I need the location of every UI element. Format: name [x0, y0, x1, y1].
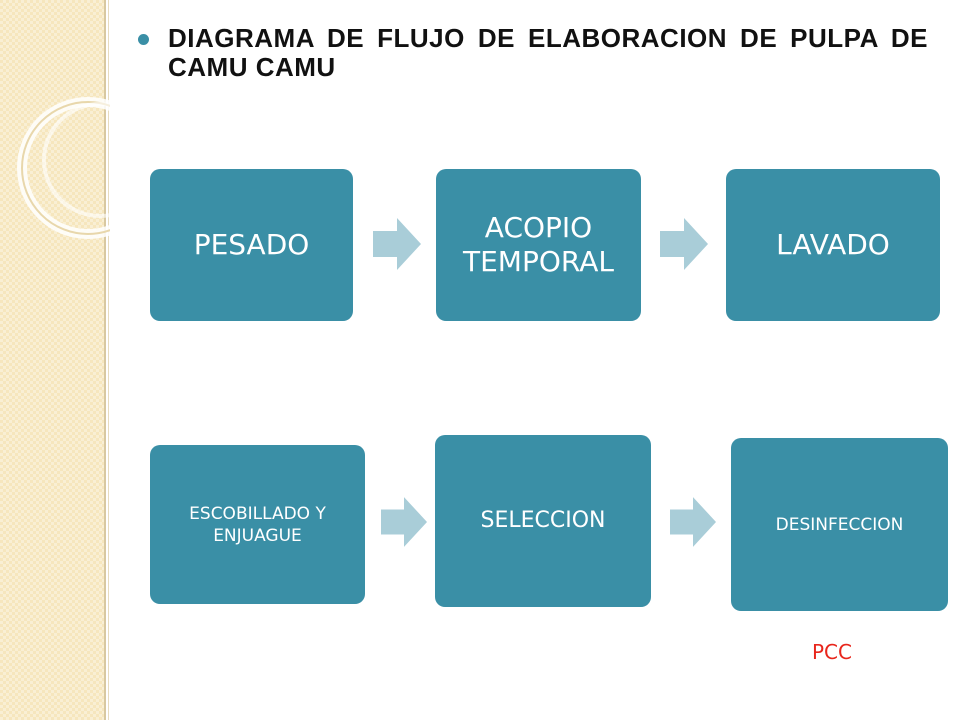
pcc-annotation: PCC: [812, 640, 852, 664]
step-label: ESCOBILLADO Y ENJUAGUE: [189, 503, 326, 546]
step-escobillado-enjuague: ESCOBILLADO Y ENJUAGUE: [150, 445, 365, 604]
title-bullet: [138, 34, 149, 45]
step-label: SELECCION: [480, 508, 606, 533]
step-lavado: LAVADO: [726, 169, 940, 321]
arrow-right-icon: [660, 218, 708, 270]
step-acopio-temporal: ACOPIO TEMPORAL: [436, 169, 641, 321]
side-divider-line: [104, 0, 106, 720]
step-seleccion: SELECCION: [435, 435, 651, 607]
arrow-right-icon: [373, 218, 421, 270]
step-label: DESINFECCION: [775, 514, 904, 535]
decorative-side-strip: [0, 0, 104, 720]
decorative-circles: [17, 97, 110, 239]
arrow-right-icon: [381, 497, 427, 547]
step-desinfeccion: DESINFECCION: [731, 438, 948, 611]
step-label: PESADO: [193, 228, 310, 261]
step-label: ACOPIO TEMPORAL: [463, 211, 614, 278]
side-divider-line-thin: [108, 0, 109, 720]
slide-title: DIAGRAMA DE FLUJO DE ELABORACION DE PULP…: [168, 23, 928, 82]
step-label: LAVADO: [776, 228, 890, 261]
step-pesado: PESADO: [150, 169, 353, 321]
arrow-right-icon: [670, 497, 716, 547]
